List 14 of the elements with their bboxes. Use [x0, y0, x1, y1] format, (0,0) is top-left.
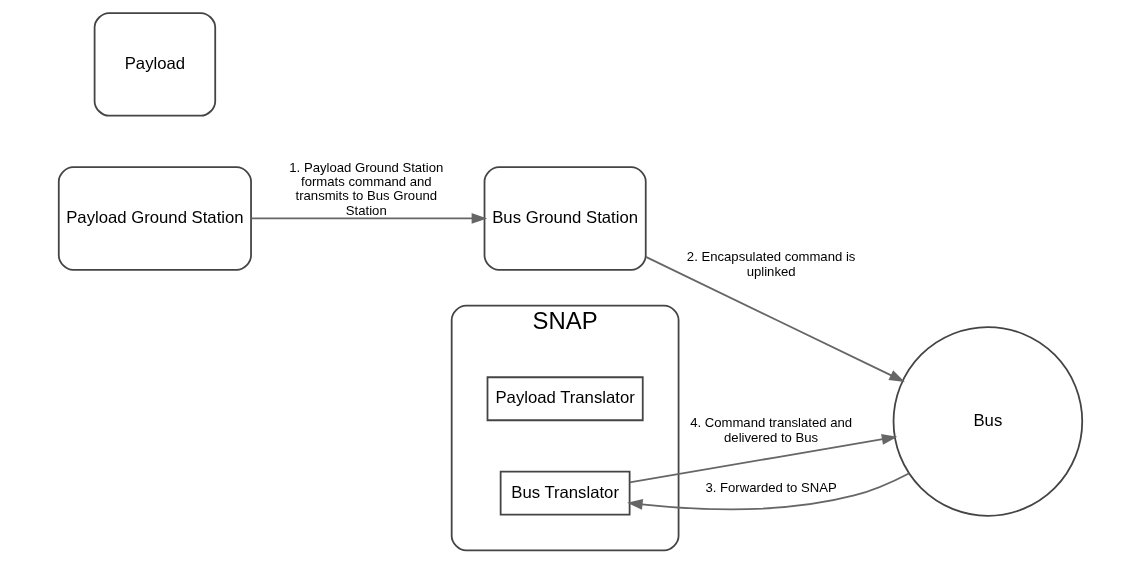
node-box: Bus Translator: [499, 470, 630, 516]
node-box: Payload Ground Station: [57, 166, 252, 271]
edge-label: 4. Command translated and delivered to Bus: [689, 415, 852, 445]
node-box: Payload: [93, 12, 216, 117]
edge-label: 1. Payload Ground Station formats command and transmits to Bus Ground Station: [288, 159, 443, 218]
node-box: Bus Ground Station: [483, 166, 647, 271]
arrow: [249, 213, 487, 224]
node-circle: Bus: [892, 326, 1083, 517]
node-box: Payload Translator: [486, 376, 644, 422]
edge-label: 3. Forwarded to SNAP: [704, 479, 837, 495]
arrow: [644, 255, 905, 382]
arrow: [626, 472, 910, 511]
arrow: [628, 433, 897, 484]
edge-label: 2. Encapsulated command is uplinked: [686, 249, 855, 279]
